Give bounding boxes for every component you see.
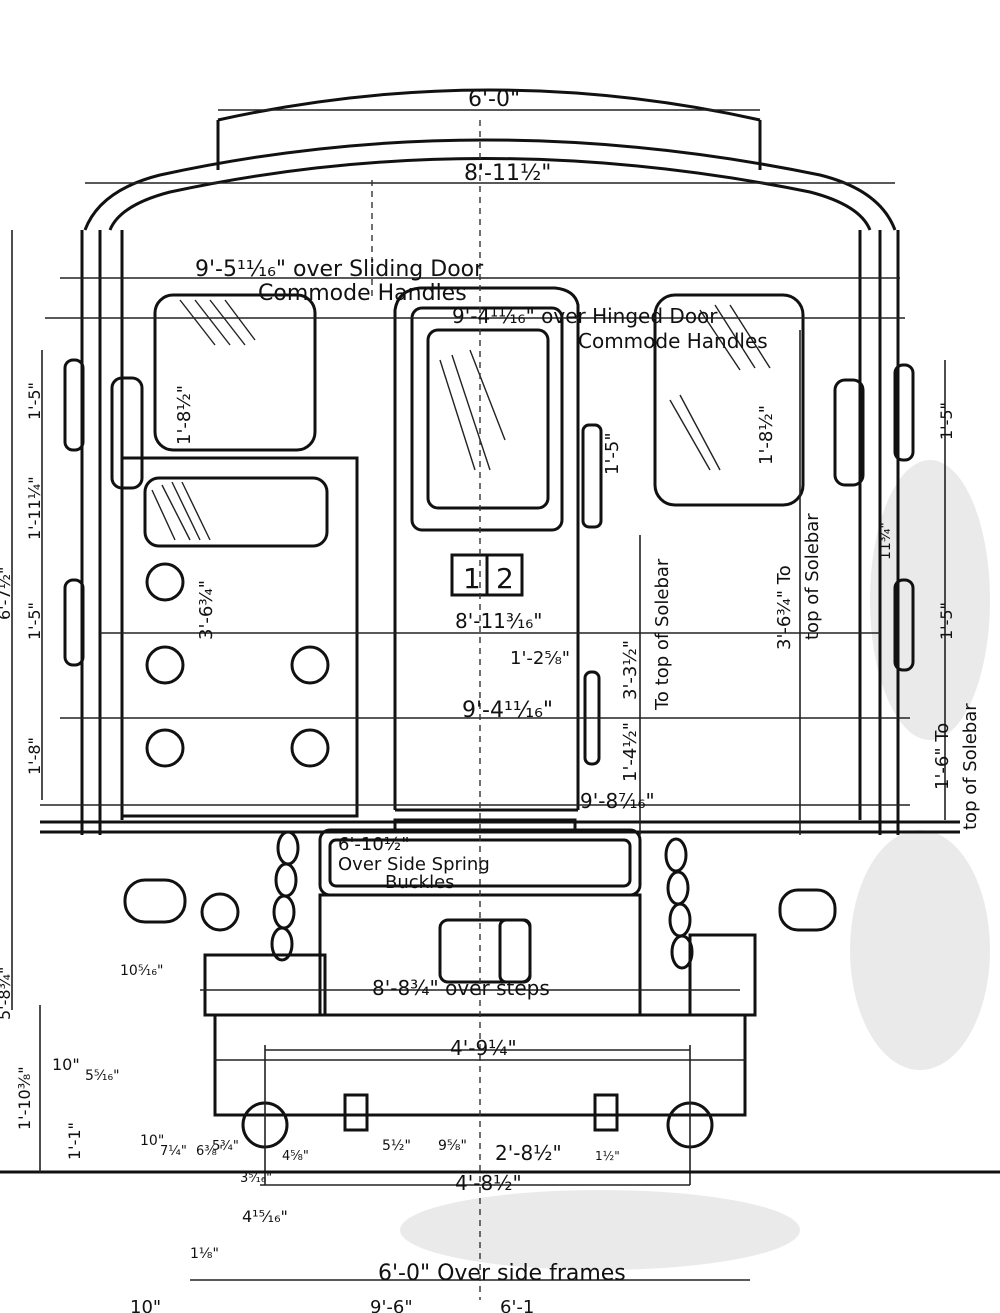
handle-height-label: 1'-5" bbox=[602, 432, 623, 475]
wheels bbox=[241, 1045, 714, 1185]
buffers bbox=[123, 878, 837, 932]
left-1-5-top-label: 1'-5" bbox=[25, 382, 44, 420]
centre-door bbox=[393, 286, 580, 812]
right-1-5-top-label: 1'-5" bbox=[937, 402, 956, 440]
left-upper-window bbox=[153, 293, 317, 452]
sliding-door-label-1: 9'-5¹¹⁄₁₆" over Sliding Door bbox=[195, 257, 484, 282]
hinged-door-label-2: Commode Handles bbox=[578, 329, 768, 353]
low-5b-label: 5¾" bbox=[212, 1139, 239, 1154]
right-11-label: 11¾" bbox=[878, 522, 894, 560]
left-lamp-bracket-label: 3'-6¾" bbox=[196, 580, 217, 640]
lamp-brackets bbox=[145, 562, 330, 768]
side-frames-label: 6'-0" Over side frames bbox=[378, 1261, 626, 1286]
footer-left: 10" bbox=[130, 1297, 161, 1313]
spring-buckles-label-3: Buckles bbox=[385, 872, 455, 893]
dimension-lines bbox=[11, 109, 946, 1300]
low-10-label: 10" bbox=[52, 1055, 80, 1074]
number-plate bbox=[450, 553, 524, 597]
width-body-label: 9'-4¹¹⁄₁₆" bbox=[462, 698, 553, 723]
left-panel bbox=[120, 456, 359, 818]
left-lower-window bbox=[143, 476, 329, 548]
roof-outline bbox=[83, 88, 897, 231]
low-6-label: 6³⁄₈" bbox=[196, 1144, 223, 1159]
to-solebar-centre-label: 3'-3½" bbox=[620, 640, 641, 700]
left-1-8-label: 1'-8" bbox=[25, 737, 44, 775]
low-4-8-label: 4⅝" bbox=[282, 1149, 309, 1164]
right-window bbox=[653, 293, 805, 507]
low-1-8-label: 1⅛" bbox=[190, 1246, 219, 1262]
footer-right: 6'-1 bbox=[500, 1297, 534, 1313]
left-total-label: 6'-7½" bbox=[0, 567, 14, 620]
low-1-10-label: 1'-10³⁄₈" bbox=[15, 1066, 34, 1130]
roof-width-label: 6'-0" bbox=[468, 87, 520, 112]
coupling-chains bbox=[270, 830, 694, 970]
left-edge-total-label: 5'-8¾" bbox=[0, 967, 14, 1020]
plate-right: 2 bbox=[496, 562, 514, 595]
low-5-half-label: 5½" bbox=[382, 1138, 411, 1154]
right-1-5-bottom-label: 1'-5" bbox=[937, 602, 956, 640]
width-lower-label: 8'-11³⁄₁₆" bbox=[455, 609, 542, 633]
over-steps-label: 8'-8¾" over steps bbox=[372, 976, 550, 1000]
gauge-label: 4'-8½" bbox=[455, 1171, 522, 1195]
bogie-width-label: 4'-9¼" bbox=[450, 1036, 517, 1060]
right-solebar-upper-label: 3'-6¾" To bbox=[774, 565, 795, 650]
low-1-right-label: 1½" bbox=[595, 1149, 620, 1163]
low-7-label: 7¼" bbox=[160, 1144, 187, 1159]
axle-height-label: 2'-8½" bbox=[495, 1141, 562, 1165]
plate-left: 1 bbox=[463, 562, 481, 595]
step-10-6-label: 10⁵⁄₁₆" bbox=[120, 963, 163, 979]
sliding-door-label-2: Commode Handles bbox=[258, 281, 467, 306]
footer-center: 9'-6" bbox=[370, 1297, 413, 1313]
low-9-label: 9⅝" bbox=[438, 1138, 467, 1154]
left-1-5-bottom-label: 1'-5" bbox=[25, 602, 44, 640]
right-solebar-lower-label-2: top of Solebar bbox=[960, 703, 981, 830]
to-solebar-label: To top of Solebar bbox=[652, 558, 673, 711]
height-lower-handle-label: 1'-4½" bbox=[620, 722, 641, 782]
low-1-1-label: 1'-1" bbox=[65, 1122, 84, 1160]
low-4-label: 4¹⁵⁄₁₆" bbox=[242, 1207, 288, 1226]
low-10b-label: 10" bbox=[140, 1133, 164, 1149]
offset-door-label: 1'-2⁵⁄₈" bbox=[510, 648, 570, 669]
low-5-label: 5⁵⁄₁₆" bbox=[85, 1068, 120, 1084]
cantrail-width-label: 8'-11½" bbox=[464, 161, 551, 186]
right-solebar-upper-label-2: top of Solebar bbox=[802, 513, 823, 640]
left-1-11-label: 1'-11¼" bbox=[25, 476, 44, 540]
width-solebar-label: 9'-8⁷⁄₁₆" bbox=[580, 789, 655, 813]
dimension-labels: 6'-0" 8'-11½" 9'-5¹¹⁄₁₆" over Sliding Do… bbox=[0, 87, 981, 1313]
low-3-label: 3⁵⁄₁₆" bbox=[240, 1171, 272, 1186]
window-left-label: 1'-8½" bbox=[174, 385, 195, 445]
spring-buckles-label-2: Over Side Spring bbox=[338, 854, 490, 875]
window-right-label: 1'-8½" bbox=[756, 405, 777, 465]
right-solebar-lower-label: 1'-6" To bbox=[932, 723, 953, 790]
hinged-door-label-1: 9'-4¹¹⁄₁₆" over Hinged Door bbox=[452, 304, 718, 328]
spring-buckles-label-1: 6'-10½" bbox=[338, 834, 410, 855]
